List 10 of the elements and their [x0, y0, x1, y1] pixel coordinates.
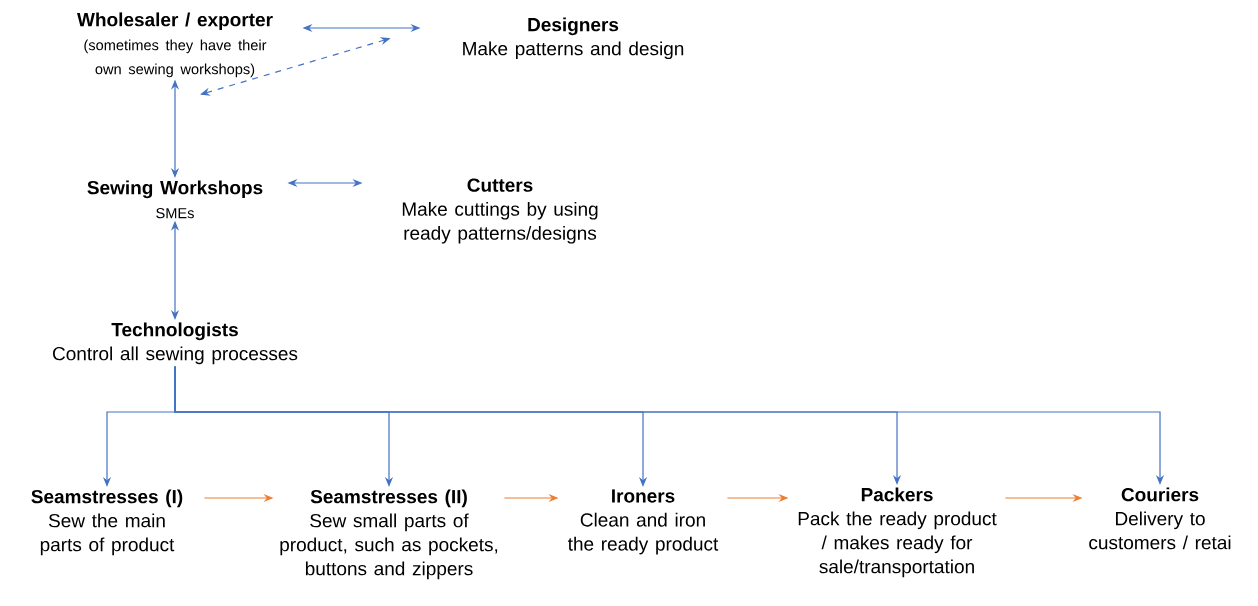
role-label: Technologists Control all sewing processes [53, 322, 298, 365]
role-label: Cutters Make cuttings by using ready patterns/designs [402, 178, 598, 244]
role-label: Couriers Delivery to customers / retai [1089, 487, 1231, 550]
role-label: Seamstresses (II) Sew small parts of product, such as pockets, buttons and zippers [280, 489, 498, 580]
role-label: Sewing Workshops SMEs [87, 180, 263, 219]
role-label: Ironers Clean and iron the ready product [567, 489, 719, 555]
role-label: Packers Pack the ready product / makes ready for sale/transportation [798, 487, 997, 578]
role-label: Wholesaler / exporter (sometimes they have their own sewing workshops) [77, 12, 273, 78]
role-label: Designers Make patterns and design [463, 17, 684, 60]
role-label: Seamstresses (I) Sew the main parts of product [31, 489, 183, 556]
